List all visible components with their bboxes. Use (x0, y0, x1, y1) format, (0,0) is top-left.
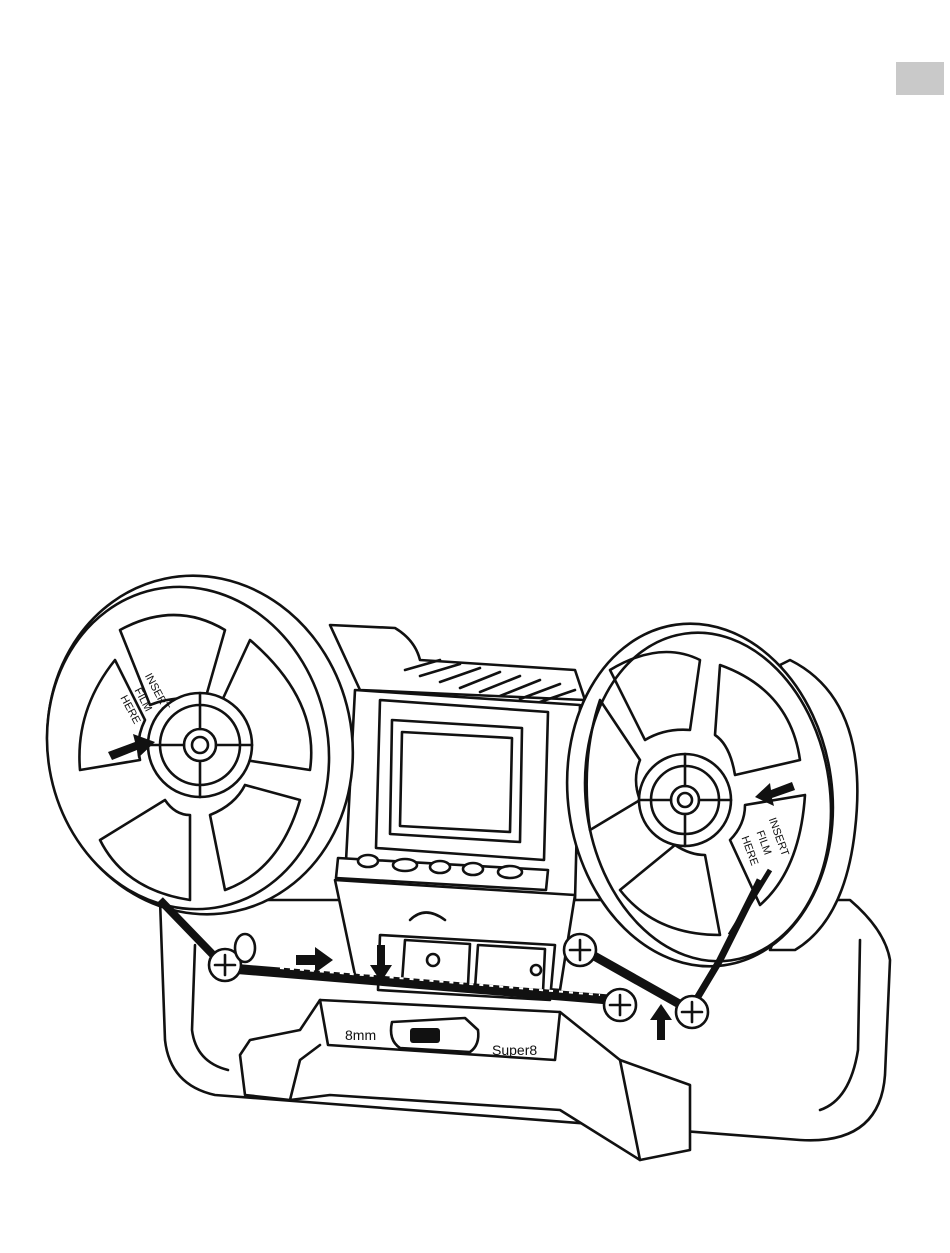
button-icon (430, 861, 450, 873)
button-icon (463, 863, 483, 875)
left-reel (16, 547, 384, 943)
power-button-icon (358, 855, 378, 867)
label-8mm: 8mm (345, 1027, 376, 1043)
button-icon (393, 859, 417, 871)
button-icon (498, 866, 522, 878)
label-super8: Super8 (492, 1042, 537, 1058)
